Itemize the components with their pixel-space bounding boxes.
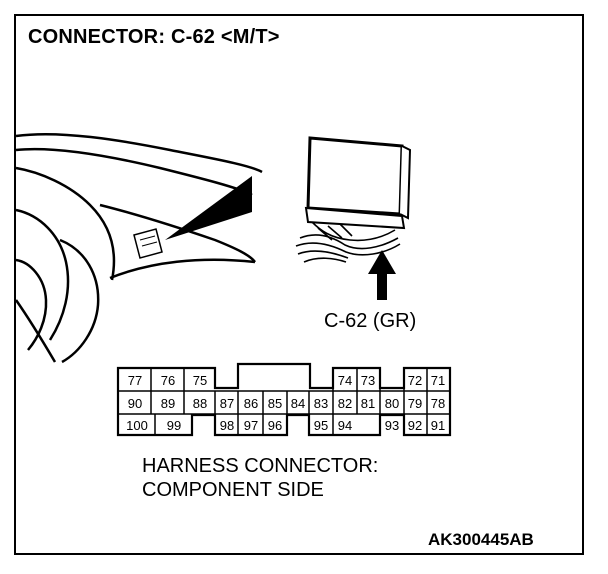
pin-84: 84 [291, 396, 305, 411]
pin-92: 92 [408, 418, 422, 433]
pin-75: 75 [193, 373, 207, 388]
pin-77: 77 [128, 373, 142, 388]
pin-83: 83 [314, 396, 328, 411]
pin-80: 80 [385, 396, 399, 411]
pin-72: 72 [408, 373, 422, 388]
pin-81: 81 [361, 396, 375, 411]
pin-99: 99 [167, 418, 181, 433]
pin-87: 87 [220, 396, 234, 411]
pin-94: 94 [338, 418, 352, 433]
diagram-frame [14, 14, 584, 555]
up-arrow-icon [368, 250, 396, 300]
pin-85: 85 [268, 396, 282, 411]
pin-labels: 77 76 75 74 73 72 71 90 89 88 87 86 85 8… [126, 373, 445, 433]
pin-89: 89 [161, 396, 175, 411]
pin-93: 93 [385, 418, 399, 433]
pin-79: 79 [408, 396, 422, 411]
connector-label: C-62 (GR) [324, 310, 417, 332]
pin-91: 91 [431, 418, 445, 433]
pin-96: 96 [268, 418, 282, 433]
pin-90: 90 [128, 396, 142, 411]
pin-74: 74 [338, 373, 352, 388]
diagram-title: CONNECTOR: C-62 <M/T> [28, 26, 280, 48]
harness-wires [295, 221, 401, 263]
pin-76: 76 [161, 373, 175, 388]
pin-73: 73 [361, 373, 375, 388]
harness-caption-line2: COMPONENT SIDE [142, 479, 324, 501]
pin-98: 98 [220, 418, 234, 433]
component-box [304, 136, 412, 230]
figure-code: AK300445AB [428, 530, 534, 549]
pin-78: 78 [431, 396, 445, 411]
pin-100: 100 [126, 418, 148, 433]
pin-86: 86 [244, 396, 258, 411]
pin-88: 88 [193, 396, 207, 411]
harness-connector-face [116, 362, 452, 437]
dash-connector-icon [133, 228, 163, 259]
pin-97: 97 [244, 418, 258, 433]
pointer-wedge [165, 176, 252, 240]
harness-caption: HARNESS CONNECTOR: COMPONENT SIDE [142, 454, 378, 502]
harness-caption-line1: HARNESS CONNECTOR: [142, 455, 379, 477]
dashboard-outline [14, 132, 263, 364]
pin-95: 95 [314, 418, 328, 433]
pin-82: 82 [338, 396, 352, 411]
pin-71: 71 [431, 373, 445, 388]
